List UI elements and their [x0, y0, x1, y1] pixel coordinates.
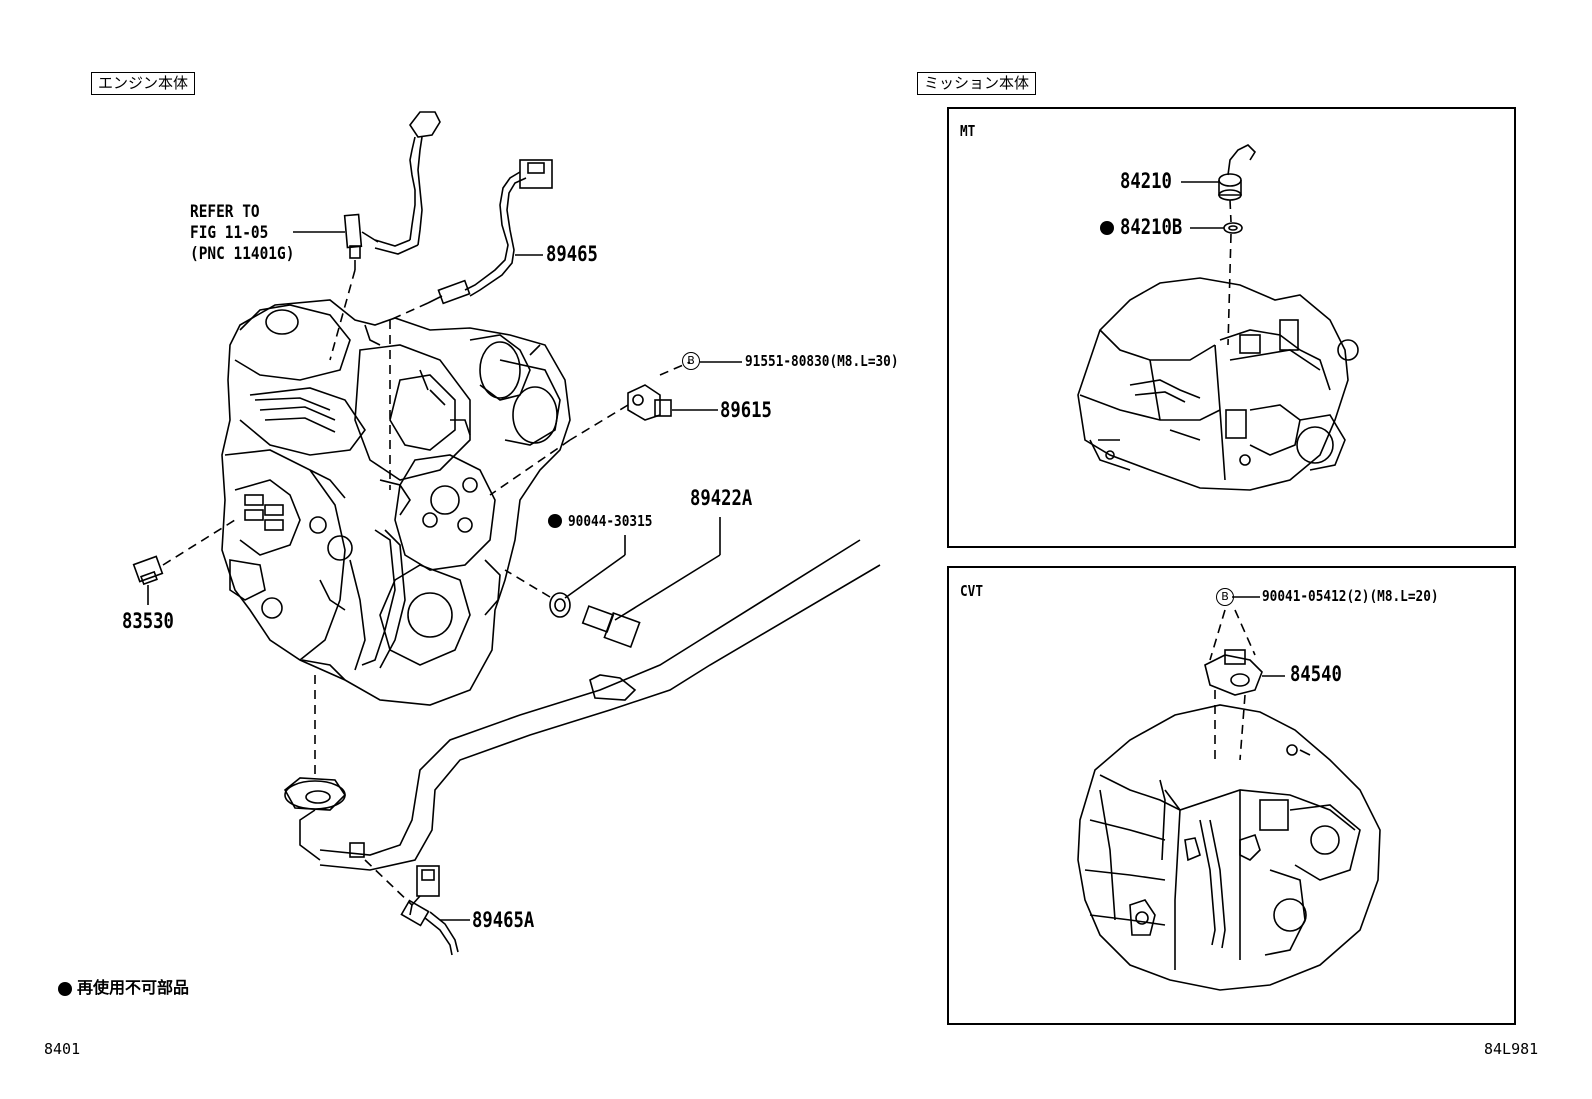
- cvt-panel: [947, 566, 1516, 1025]
- exhaust-pipe-drawing: [283, 539, 881, 871]
- mt-transmission-drawing: [1077, 277, 1359, 491]
- mt-panel: [947, 107, 1516, 548]
- sensor-89422a-drawing: [549, 592, 641, 649]
- non-reusable-dot-90044: [548, 513, 567, 528]
- part-label-90041[interactable]: 90041-05412(2)(M8.L=20): [1262, 587, 1439, 605]
- cvt-transmission-drawing: [1077, 704, 1381, 991]
- non-reusable-dot-icon: [58, 981, 72, 996]
- part-label-84210b[interactable]: 84210B: [1120, 215, 1183, 239]
- bolt-b-icon: B: [682, 352, 700, 370]
- bolt-marker-91551: B: [682, 352, 700, 370]
- refer-line-3: (PNC 11401G): [190, 244, 295, 264]
- legend-text: 再使用不可部品: [77, 978, 190, 997]
- engine-leader-lines: [162, 269, 691, 906]
- legend: 再使用不可部品: [58, 980, 189, 996]
- sensor-89615-drawing: [627, 384, 672, 421]
- engine-label-leaders: [293, 231, 742, 921]
- transmission-body-header: ミッション本体: [917, 72, 1037, 95]
- sensor-89465-drawing: [427, 159, 553, 305]
- engine-body-header: エンジン本体: [91, 72, 196, 95]
- part-label-89465a[interactable]: 89465A: [472, 908, 535, 932]
- engine-illustration: [221, 299, 571, 706]
- part-label-83530[interactable]: 83530: [122, 609, 174, 633]
- sensor-84540-drawing: [1204, 596, 1285, 761]
- footer-left-code: 8401: [44, 1040, 81, 1058]
- footer-right-code: 84L981: [1484, 1040, 1539, 1058]
- non-reusable-dot-icon: [548, 513, 562, 528]
- part-label-89422a[interactable]: 89422A: [690, 486, 753, 510]
- mt-panel-label: MT: [960, 122, 976, 140]
- upper-oxygen-sensor-ref: [343, 111, 441, 270]
- part-label-90044[interactable]: 90044-30315: [568, 512, 653, 530]
- bolt-marker-90041: B: [1216, 588, 1234, 606]
- refer-line-2: FIG 11-05: [190, 223, 269, 243]
- sensor-84210-drawing: [1181, 144, 1257, 346]
- sensor-89465a-drawing: [400, 865, 459, 956]
- cvt-panel-label: CVT: [960, 582, 984, 600]
- part-label-89465[interactable]: 89465: [546, 242, 598, 266]
- switch-83530-drawing: [132, 555, 164, 605]
- non-reusable-dot-icon: [1100, 220, 1114, 235]
- refer-line-1: REFER TO: [190, 202, 260, 222]
- part-label-84540[interactable]: 84540: [1290, 662, 1342, 686]
- bolt-b-icon: B: [1216, 588, 1234, 606]
- part-label-89615[interactable]: 89615: [720, 398, 772, 422]
- non-reusable-dot-84210b: [1100, 220, 1119, 235]
- part-label-84210[interactable]: 84210: [1120, 169, 1172, 193]
- part-label-91551[interactable]: 91551-80830(M8.L=30): [745, 352, 899, 370]
